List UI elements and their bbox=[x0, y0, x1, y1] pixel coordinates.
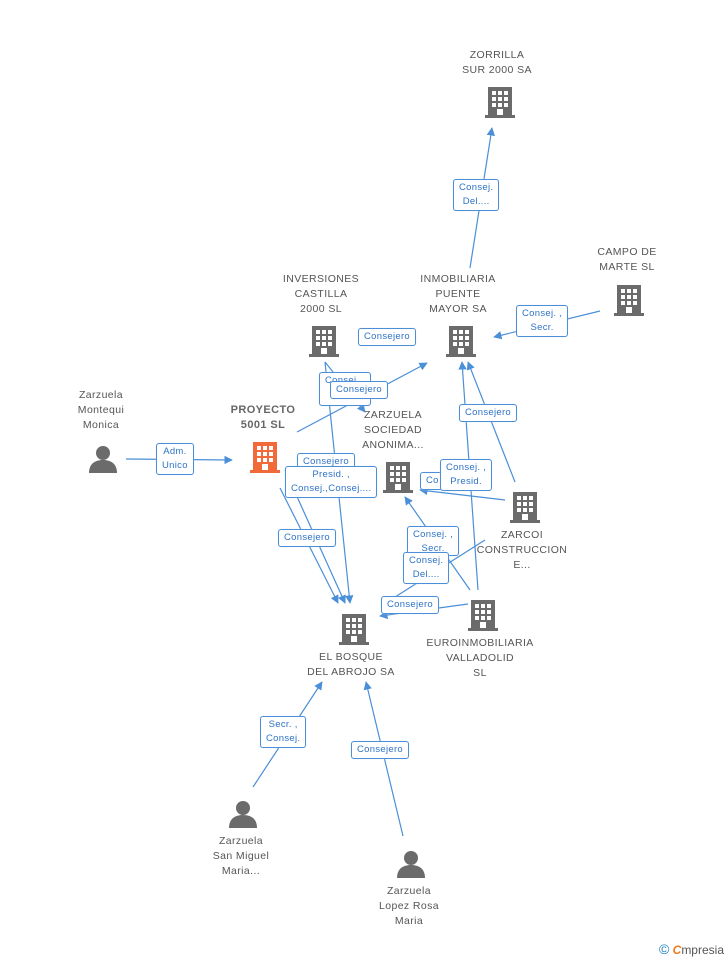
building-icon bbox=[510, 492, 540, 523]
edge-label-consej-del-mid[interactable]: Consej.Del.... bbox=[403, 552, 450, 584]
edge-label-consej-presid[interactable]: Consej. ,Presid. bbox=[440, 459, 493, 491]
edge-zarcoi-inmo bbox=[466, 361, 516, 483]
edge-label-consejero-inv[interactable]: Consejero bbox=[358, 328, 417, 346]
building-icon bbox=[339, 614, 369, 645]
empresia-logo[interactable]: © Cmpresia bbox=[658, 941, 724, 957]
edge-lr-bosque bbox=[363, 681, 404, 837]
edge-label-secr-consej[interactable]: Secr. ,Consej. bbox=[260, 716, 307, 748]
person-icon bbox=[229, 801, 257, 828]
building-icon bbox=[309, 326, 339, 357]
focus-building-icon bbox=[250, 442, 280, 473]
edge-label-consejero-left[interactable]: Consejero bbox=[278, 529, 337, 547]
person-icon bbox=[89, 446, 117, 473]
copyright-icon: © bbox=[658, 941, 670, 957]
building-icon bbox=[468, 600, 498, 631]
edge-label-co[interactable]: Co bbox=[420, 472, 445, 490]
edge-label-consejero-euro[interactable]: Consejero bbox=[381, 596, 440, 614]
building-icon bbox=[446, 326, 476, 357]
edge-label-adm-unico[interactable]: Adm.Unico bbox=[156, 443, 194, 475]
person-icon bbox=[397, 851, 425, 878]
edge-label-presid-consej[interactable]: Presid. ,Consej.,Consej.... bbox=[285, 466, 378, 498]
edge-label-consej-secr-campo[interactable]: Consej. ,Secr. bbox=[516, 305, 569, 337]
building-icon bbox=[383, 462, 413, 493]
edge-label-consejero-inmo[interactable]: Consejero bbox=[459, 404, 518, 422]
edge-label-consej-del-top[interactable]: Consej.Del.... bbox=[453, 179, 500, 211]
edge-zarcoi-zsa bbox=[419, 486, 506, 501]
building-icon bbox=[614, 285, 644, 316]
edge-label-consejero-proj[interactable]: Consejero bbox=[330, 381, 389, 399]
building-icon bbox=[485, 87, 515, 118]
edge-label-consej-secr-mid[interactable]: Consej. ,Secr. bbox=[407, 526, 460, 556]
edge-label-consejero-bottom[interactable]: Consejero bbox=[351, 741, 410, 759]
